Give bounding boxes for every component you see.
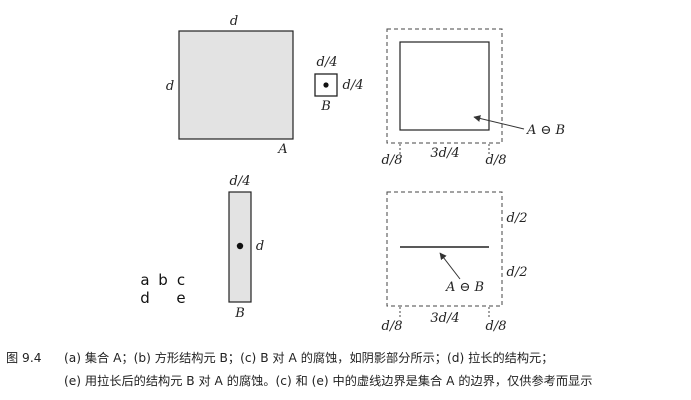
result-arrow bbox=[473, 115, 525, 130]
dim-left-label: d/8 bbox=[382, 153, 403, 168]
panel-b-square-element: d/4 d/4 B bbox=[314, 55, 364, 114]
element-B-top-label: d/4 bbox=[317, 55, 338, 70]
dim-upper-label: d/2 bbox=[507, 211, 528, 226]
set-A-name: A bbox=[277, 142, 287, 157]
panel-letters: a b c d e bbox=[140, 271, 185, 307]
dim-right-label: d/8 bbox=[486, 153, 507, 168]
erosion-label: A ⊖ B bbox=[526, 123, 565, 138]
panel-letter-d: d bbox=[140, 289, 150, 307]
element-B-right-label: d/4 bbox=[343, 78, 364, 93]
panel-e-erosion: A ⊖ B d/2 d/2 d/8 3d/4 d/8 bbox=[382, 191, 528, 334]
dim-left-label: d/8 bbox=[382, 319, 403, 334]
panel-d-elongated-element: d/4 d B bbox=[228, 174, 264, 321]
result-arrow bbox=[439, 252, 461, 280]
caption-text-2: (e) 用拉长后的结构元 B 对 A 的腐蚀。(c) 和 (e) 中的虚线边界是… bbox=[64, 374, 593, 388]
caption-line-2: (e) 用拉长后的结构元 B 对 A 的腐蚀。(c) 和 (e) 中的虚线边界是… bbox=[6, 370, 690, 393]
figure-caption: 图 9.4 (a) 集合 A；(b) 方形结构元 B；(c) B 对 A 的腐蚀，… bbox=[6, 347, 690, 393]
caption-number: 图 9.4 bbox=[6, 351, 42, 365]
figure-9-4: d d A d/4 d/4 B A ⊖ B d/8 3d/4 d/8 d/4 d… bbox=[140, 14, 565, 334]
dim-right-label: d/8 bbox=[486, 319, 507, 334]
origin-dot bbox=[323, 82, 329, 88]
panel-c-erosion: A ⊖ B d/8 3d/4 d/8 bbox=[382, 28, 565, 168]
element-B-name: B bbox=[320, 99, 331, 114]
elongated-right-label: d bbox=[256, 239, 264, 254]
dim-mid-label: 3d/4 bbox=[430, 146, 459, 161]
set-A-dashed-boundary bbox=[386, 191, 503, 307]
panel-letter-e: e bbox=[176, 289, 185, 307]
set-A-dashed-boundary bbox=[386, 28, 503, 144]
erosion-label: A ⊖ B bbox=[445, 280, 484, 295]
erosion-result bbox=[399, 41, 490, 131]
panel-letter-c: c bbox=[177, 271, 185, 289]
panel-a-set-A: d d A bbox=[166, 14, 294, 157]
elongated-name: B bbox=[234, 306, 245, 321]
caption-text-1: (a) 集合 A；(b) 方形结构元 B；(c) B 对 A 的腐蚀，如阴影部分… bbox=[64, 351, 554, 365]
dim-lower-label: d/2 bbox=[507, 265, 528, 280]
caption-line-1: 图 9.4 (a) 集合 A；(b) 方形结构元 B；(c) B 对 A 的腐蚀，… bbox=[6, 347, 690, 370]
set-A-left-label: d bbox=[166, 79, 174, 94]
origin-dot bbox=[236, 242, 244, 250]
set-A-top-label: d bbox=[230, 14, 238, 29]
set-A-square bbox=[178, 30, 294, 140]
panel-letter-a: a bbox=[140, 271, 149, 289]
dim-mid-label: 3d/4 bbox=[430, 311, 459, 326]
panel-letter-b: b bbox=[158, 271, 168, 289]
elongated-top-label: d/4 bbox=[230, 174, 251, 189]
